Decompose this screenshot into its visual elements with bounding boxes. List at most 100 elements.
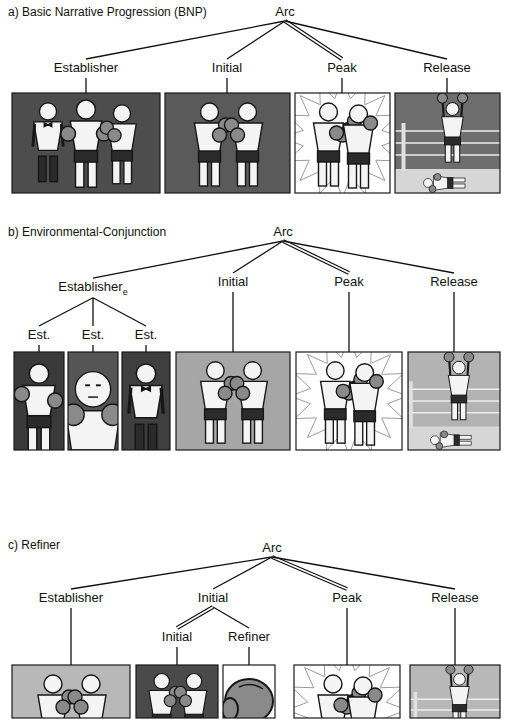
tree-branch xyxy=(177,607,213,628)
illustration-part xyxy=(135,424,144,450)
illustration-part xyxy=(61,126,76,141)
illustration-part xyxy=(227,21,285,59)
illustration-part xyxy=(319,159,327,186)
tree-branch xyxy=(213,607,249,628)
illustration-part xyxy=(88,396,98,397)
illustration-part xyxy=(93,241,283,278)
comic-panel xyxy=(165,93,290,193)
illustration-part xyxy=(129,364,163,450)
illustration-part xyxy=(199,151,221,162)
illustration-part xyxy=(452,401,458,420)
illustration-part xyxy=(177,607,213,628)
illustration-part xyxy=(370,375,384,389)
illustration-part xyxy=(460,401,466,420)
leader-line xyxy=(348,292,349,352)
illustration-part xyxy=(283,241,349,273)
comic-panel xyxy=(12,665,130,718)
illustration-part xyxy=(174,674,206,719)
illustration-part xyxy=(136,364,155,383)
tree-branch xyxy=(93,298,146,326)
illustration-part xyxy=(29,364,48,383)
illustration-part xyxy=(200,159,208,186)
leader-line xyxy=(346,608,347,665)
illustration-part xyxy=(453,361,466,374)
illustration-part xyxy=(201,362,238,443)
illustration-part xyxy=(164,695,176,707)
illustration-part xyxy=(272,557,455,589)
illustration-part xyxy=(50,156,58,182)
illustration-part xyxy=(217,417,225,443)
illustration-part xyxy=(206,417,214,443)
section-heading: c) Refiner xyxy=(8,538,60,553)
illustration-part xyxy=(142,387,151,391)
leader-line xyxy=(446,78,447,93)
illustration-part xyxy=(207,362,225,380)
illustration-part xyxy=(325,417,333,443)
illustration-part xyxy=(44,123,52,127)
illustration-part xyxy=(33,100,136,187)
illustration-part xyxy=(336,364,383,445)
illustration-part xyxy=(154,674,169,689)
illustration-part xyxy=(27,416,51,428)
illustration-part xyxy=(294,665,400,718)
tree-node: Refiner xyxy=(225,629,273,645)
panel-border xyxy=(12,665,130,718)
panel-border xyxy=(68,352,118,450)
tree-node: Release xyxy=(428,590,482,606)
illustration-part xyxy=(100,105,136,184)
illustration-part xyxy=(129,388,131,414)
illustration-part xyxy=(39,156,47,182)
comic-panel xyxy=(410,665,500,718)
illustration-part xyxy=(12,665,130,718)
illustration-part xyxy=(330,105,378,188)
illustration-part xyxy=(354,411,376,422)
tree-node: Arc xyxy=(272,4,298,20)
tree-branch xyxy=(71,557,272,589)
illustration-part xyxy=(408,352,500,450)
illustration-part xyxy=(409,381,413,428)
illustration-part xyxy=(255,417,263,443)
tree-branch xyxy=(285,21,342,59)
illustration-part xyxy=(464,352,474,362)
illustration-part xyxy=(450,686,469,705)
node-label: Refiner xyxy=(228,629,270,644)
illustration-part xyxy=(205,409,227,420)
illustration-part xyxy=(231,128,245,142)
illustration-part xyxy=(88,159,96,187)
illustration-part xyxy=(446,665,455,674)
leader-line xyxy=(226,78,227,93)
tree-node: Establisher xyxy=(51,60,121,76)
illustration-part xyxy=(414,692,418,718)
tree-node: Release xyxy=(427,274,481,290)
tree-node: Est. xyxy=(132,327,160,343)
illustration-part xyxy=(452,184,466,188)
illustration-part xyxy=(437,93,447,103)
illustration-part xyxy=(454,673,466,685)
illustration-part xyxy=(285,21,342,59)
illustration-part xyxy=(272,557,347,589)
illustration-part xyxy=(368,688,382,702)
comic-panel xyxy=(12,93,160,193)
illustration-part xyxy=(318,695,348,718)
panel-border xyxy=(294,665,400,718)
illustration-part xyxy=(331,159,339,186)
illustration-part xyxy=(424,174,466,193)
illustration-part xyxy=(451,395,467,403)
illustration-part xyxy=(330,126,344,140)
illustration-part xyxy=(230,362,267,443)
illustration-part xyxy=(212,159,220,186)
illustration-part xyxy=(334,698,348,712)
tree-branch xyxy=(92,298,93,326)
illustration-part xyxy=(285,21,447,59)
illustration-part xyxy=(76,159,84,187)
illustration-part xyxy=(33,103,63,182)
leader-line xyxy=(341,78,342,93)
illustration-part xyxy=(242,409,264,420)
illustration-part xyxy=(92,298,93,326)
illustration-part xyxy=(244,362,262,380)
illustration-part xyxy=(124,158,132,184)
illustration-part xyxy=(74,151,97,163)
illustration-part xyxy=(180,695,192,707)
illustration-part xyxy=(213,607,249,628)
